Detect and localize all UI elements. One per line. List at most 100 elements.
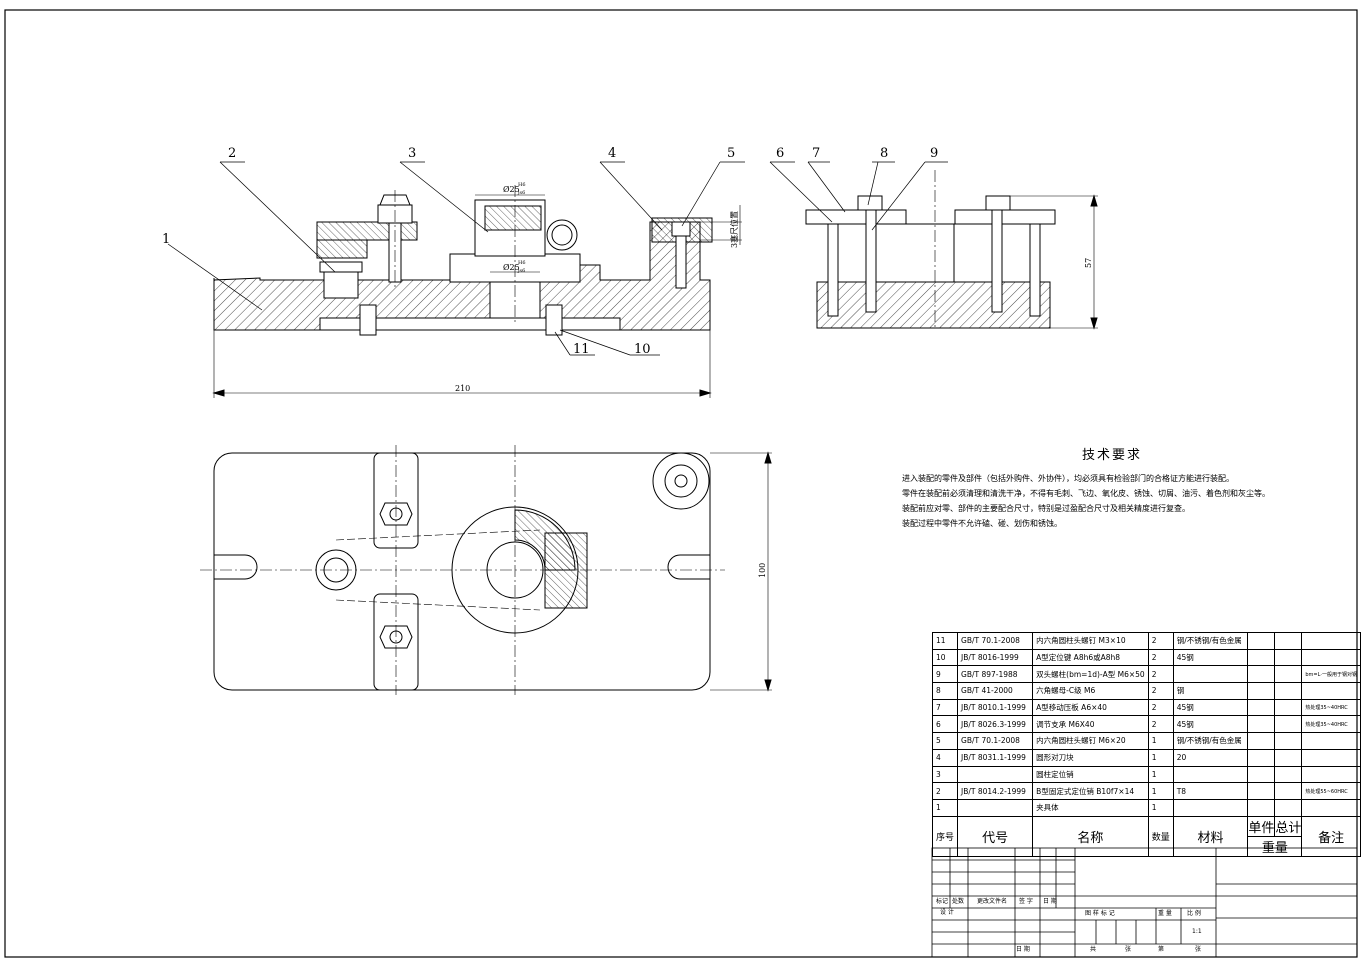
balloon-11: 11 — [573, 342, 590, 357]
bom-cell-unit — [1247, 798, 1276, 817]
top-view — [200, 445, 772, 695]
bom-cell-material — [1172, 665, 1249, 684]
bom-cell-total — [1274, 732, 1303, 750]
bom-header-total: 总计 — [1275, 820, 1302, 836]
tb-design: 设 计 — [940, 909, 954, 916]
bom-cell-qty: 1 — [1147, 732, 1174, 750]
bom-cell-no: 10 — [931, 648, 959, 667]
bom-cell-material: 钢 — [1172, 682, 1249, 700]
bom-cell-name: A型定位键 A8h6或A8h8 — [1032, 648, 1149, 667]
bom-cell-qty: 2 — [1147, 698, 1174, 717]
fit-upper-top: H6 — [518, 182, 526, 188]
dim-bore-top: Ø25 — [503, 185, 520, 194]
bom-cell-material: 钢/不锈钢/有色金属 — [1172, 632, 1249, 650]
tb-sign: 签 字 — [1019, 898, 1033, 905]
tech-title: 技术要求 — [1081, 448, 1142, 463]
bom-cell-material: 45钢 — [1172, 698, 1249, 717]
bom-cell-note: 热处理35~40HRC — [1301, 698, 1361, 717]
technical-requirements: 技术要求 进入装配的零件及部件（包括外购件、外协件），均必须具有检验部门的合格证… — [902, 444, 1322, 533]
tech-line: 进入装配的零件及部件（包括外购件、外协件），均必须具有检验部门的合格证方能进行装… — [902, 474, 1234, 483]
bom-header-note: 备注 — [1301, 815, 1361, 857]
balloon-7: 7 — [812, 146, 820, 161]
bom-cell-note — [1301, 648, 1361, 667]
bom-cell-material: T8 — [1172, 782, 1249, 800]
bom-header-no: 序号 — [931, 815, 959, 857]
bom-cell-note: bm=L·一般用于钢对钢 — [1301, 665, 1361, 684]
balloon-6: 6 — [776, 146, 784, 161]
tb-scale: 比 例 — [1187, 910, 1201, 917]
drawing-frame — [4, 9, 1358, 958]
bom-cell-qty: 2 — [1147, 682, 1174, 700]
bom-cell-note — [1301, 682, 1361, 700]
bom-cell-qty: 1 — [1147, 765, 1174, 784]
balloon-3: 3 — [408, 146, 416, 161]
bom-cell-total — [1274, 782, 1303, 800]
bom-cell-code: JB/T 8016-1999 — [957, 648, 1034, 667]
bom-cell-name: 圆形对刀块 — [1032, 748, 1149, 767]
bom-header-unit: 单件 — [1249, 817, 1276, 836]
bom-cell-note: 热处理35~40HRC — [1301, 715, 1361, 734]
bom-header-weight-label: 重量 — [1261, 840, 1288, 856]
bom-cell-total — [1274, 632, 1303, 650]
bom-cell-unit — [1247, 648, 1276, 667]
balloon-5: 5 — [727, 146, 735, 161]
tb-sheets: 张 — [1125, 946, 1132, 953]
balloon-2: 2 — [228, 146, 236, 161]
title-block-grid — [931, 847, 1358, 958]
bom-cell-total — [1274, 715, 1303, 734]
bom-cell-code — [957, 765, 1034, 784]
bom-header-name: 名称 — [1032, 815, 1149, 857]
tb-scale-value: 1:1 — [1192, 928, 1202, 935]
tb-count: 处数 — [952, 898, 965, 905]
bom-cell-unit — [1247, 632, 1276, 650]
bom-cell-material: 钢/不锈钢/有色金属 — [1172, 732, 1249, 750]
tech-line: 装配过程中零件不允许磕、碰、划伤和锈蚀。 — [902, 519, 1062, 528]
bom-cell-unit — [1247, 715, 1276, 734]
bom-cell-material — [1172, 798, 1249, 817]
bom-cell-total — [1274, 665, 1303, 684]
bom-header-material: 材料 — [1172, 815, 1249, 857]
bom-cell-code: GB/T 41-2000 — [957, 682, 1034, 700]
bom-cell-material — [1172, 765, 1249, 784]
bom-cell-material: 45钢 — [1172, 715, 1249, 734]
front-section-view — [167, 161, 745, 398]
balloon-1: 1 — [162, 232, 170, 247]
bom-cell-name: 调节支承 M6X40 — [1032, 715, 1149, 734]
fit-lower-top: js6 — [517, 190, 525, 196]
bom-cell-qty: 2 — [1147, 715, 1174, 734]
tb-date: 日 期 — [1043, 898, 1057, 905]
tb-mark: 标记 — [936, 898, 949, 905]
bom-header-code: 代号 — [957, 815, 1034, 857]
dim-57: 57 — [1084, 258, 1093, 268]
bom-cell-name: 内六角圆柱头螺钉 M3×10 — [1032, 632, 1149, 650]
bom-cell-code: JB/T 8010.1-1999 — [957, 698, 1034, 717]
bom-cell-no: 9 — [931, 665, 959, 684]
bom-header-weight: 单件总计 重量 — [1247, 815, 1303, 857]
bom-cell-name: 夹具体 — [1032, 798, 1149, 817]
tb-sheet2: 张 — [1195, 946, 1202, 953]
bom-cell-no: 6 — [931, 715, 959, 734]
bom-header-qty: 数量 — [1147, 815, 1174, 857]
bom-cell-qty: 2 — [1147, 648, 1174, 667]
balloon-4: 4 — [608, 146, 616, 161]
bom-header-row: 序号 代号 名称 数量 材料 单件总计 重量 备注 — [931, 815, 1361, 857]
bom-cell-unit — [1247, 682, 1276, 700]
bom-cell-total — [1274, 682, 1303, 700]
bom-cell-note — [1301, 798, 1361, 817]
tech-line: 装配前应对零、部件的主要配合尺寸，特别是过盈配合尺寸及相关精度进行复查。 — [902, 504, 1190, 513]
bom-cell-unit — [1247, 748, 1276, 767]
bom-cell-qty: 1 — [1147, 748, 1174, 767]
bom-cell-total — [1274, 698, 1303, 717]
fit-upper-bottom: H6 — [518, 260, 526, 266]
bom-cell-note — [1301, 732, 1361, 750]
bom-cell-total — [1274, 648, 1303, 667]
bom-cell-note — [1301, 632, 1361, 650]
